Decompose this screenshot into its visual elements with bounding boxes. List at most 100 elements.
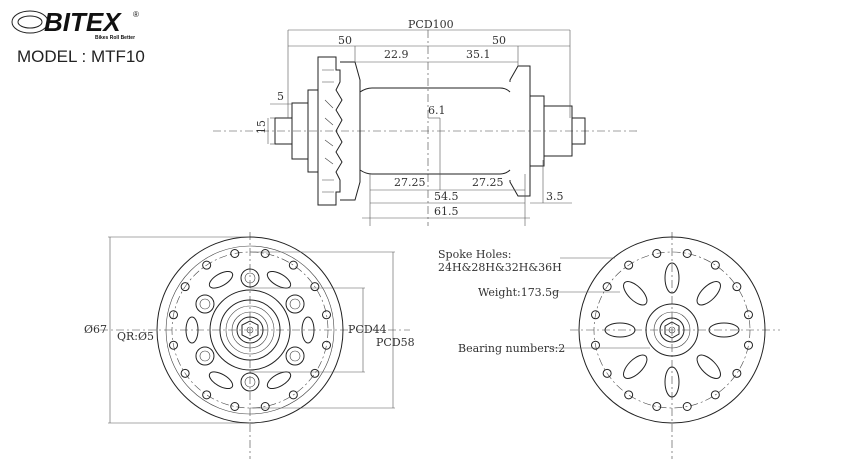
spoke-hole — [624, 260, 634, 270]
rotor-bolt-hole — [244, 272, 256, 284]
flange-slot — [708, 322, 740, 338]
lightening-slot — [266, 371, 292, 390]
brand-logo: BITEX ® Bikes Roll Better MODEL : MTF10 — [11, 7, 145, 66]
rotor-bolt-hole — [199, 350, 211, 362]
logo-wordmark: BITEX — [44, 7, 122, 37]
flange-slot — [664, 262, 680, 294]
spoke-holes-right — [590, 248, 754, 412]
dim-offset-right: 35.1 — [466, 48, 491, 61]
dim-overall-615: 61.5 — [434, 205, 459, 218]
hub-body-top — [359, 87, 511, 93]
spoke-hole — [230, 402, 240, 412]
rotor-bolt-boss — [285, 294, 305, 314]
rotor-bolt-boss — [195, 294, 215, 314]
spoke-hole — [322, 310, 332, 320]
spoke-hole — [180, 368, 190, 378]
rotor-bolt-boss — [240, 372, 260, 392]
bearing-label: Bearing numbers:2 — [458, 342, 565, 355]
dim-pcd58: PCD58 — [376, 336, 415, 349]
dim-bottom-right: 27.25 — [472, 176, 504, 189]
spoke-hole — [288, 390, 298, 400]
rotor-bolt-hole — [199, 298, 211, 310]
rotor-bolt-boss — [195, 346, 215, 366]
logo-swoosh-icon — [11, 10, 49, 34]
rotor-bolt-boss — [240, 268, 260, 288]
flange-slot — [623, 354, 648, 379]
spoke-hole — [590, 310, 600, 320]
right-axle-end — [571, 117, 586, 145]
left-flange — [340, 61, 361, 201]
side-view: PCD100 50 50 22.9 35.1 5 15 6.1 27.25 27… — [213, 18, 640, 226]
disc-mount — [317, 56, 343, 206]
lightening-slot — [266, 270, 292, 289]
dim-flange-right: 50 — [492, 34, 506, 47]
spoke-hole — [682, 402, 692, 412]
spoke-hole — [260, 248, 270, 258]
spoke-hole — [168, 340, 178, 350]
flange-slot — [623, 281, 648, 306]
lightening-slot — [301, 316, 315, 344]
spoke-hole — [230, 248, 240, 258]
spoke-hole — [732, 368, 742, 378]
spoke-hole — [744, 340, 754, 350]
spoke-hole — [288, 260, 298, 270]
rotor-bolt-hole — [289, 298, 301, 310]
dim-axle-5: 5 — [277, 90, 284, 103]
spoke-hole — [624, 390, 634, 400]
spoke-hole — [732, 282, 742, 292]
pcd58-circle — [171, 251, 329, 409]
flange-slot — [604, 322, 636, 338]
rotor-mount-lobes — [185, 268, 315, 392]
flange-slots — [604, 262, 740, 398]
spoke-hole — [710, 390, 720, 400]
dim-overall-545: 54.5 — [434, 190, 459, 203]
outer-flange-circle-right — [578, 236, 766, 424]
dim-offset-left: 22.9 — [384, 48, 409, 61]
spoke-hole — [260, 402, 270, 412]
lightening-slot — [208, 270, 234, 289]
spoke-hole — [168, 310, 178, 320]
weight-label: Weight:173.5g — [478, 286, 559, 299]
spoke-hole — [202, 390, 212, 400]
dim-pcd44: PCD44 — [348, 323, 387, 336]
rotor-bolt-hole — [244, 376, 256, 388]
dim-center-61: 6.1 — [428, 104, 446, 117]
dim-diameter: Ø67 — [84, 323, 107, 336]
dim-flange-left: 50 — [338, 34, 352, 47]
spoke-holes-left — [168, 248, 332, 412]
front-view-drive-side — [570, 232, 780, 459]
spoke-hole — [322, 340, 332, 350]
spoke-hole — [180, 282, 190, 292]
rotor-bolt-boss — [285, 346, 305, 366]
registered-mark: ® — [133, 10, 139, 19]
dim-bottom-left: 27.25 — [394, 176, 426, 189]
spoke-hole — [310, 282, 320, 292]
dim-endcap-35: 3.5 — [546, 190, 564, 203]
front-view-disc-side: Ø67 QR:Ø5 PCD44 PCD58 — [84, 232, 415, 459]
lightening-slot — [208, 371, 234, 390]
spoke-hole — [602, 368, 612, 378]
spoke-holes-values: 24H&28H&32H&36H — [438, 261, 562, 274]
dim-qr: QR:Ø5 — [117, 330, 154, 343]
spec-labels: Spoke Holes: 24H&28H&32H&36H Weight:173.… — [438, 248, 650, 355]
flange-slot — [696, 281, 721, 306]
axle-hex-icon — [241, 320, 259, 340]
spoke-hole — [310, 368, 320, 378]
logo-tagline: Bikes Roll Better — [95, 35, 135, 41]
spoke-hole — [744, 310, 754, 320]
lightening-slot — [185, 316, 199, 344]
spoke-holes-title: Spoke Holes: — [438, 248, 511, 261]
spoke-hole — [652, 248, 662, 258]
axle-hex-icon-right — [664, 321, 680, 339]
spoke-hole — [652, 402, 662, 412]
spoke-hole — [682, 248, 692, 258]
flange-slot — [696, 354, 721, 379]
dim-pcd100: PCD100 — [408, 18, 454, 31]
dim-axle-15: 15 — [255, 120, 268, 134]
hub-body-bottom — [359, 169, 511, 175]
spoke-hole — [710, 260, 720, 270]
rotor-bolt-hole — [289, 350, 301, 362]
spoke-hole — [202, 260, 212, 270]
model-label: MODEL : MTF10 — [17, 47, 145, 66]
